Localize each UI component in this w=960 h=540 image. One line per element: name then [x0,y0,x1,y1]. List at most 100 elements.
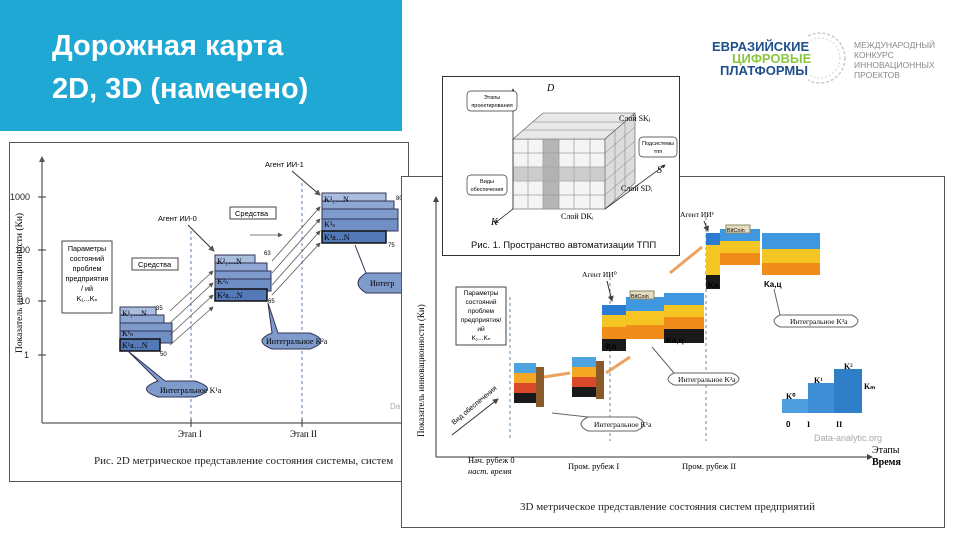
stack2-base: K²a…N [217,291,243,300]
stack2-mid: K²ₙ [217,277,228,286]
agent-1-label: Агент ИИ-1 [265,160,304,169]
integral-label-3d-2: Интегральное K²a [678,375,736,384]
agent-0-label: Агент ИИ-0 [158,214,197,223]
logo-sub3: ИННОВАЦИОННЫХ [854,60,935,70]
params-line: проблем [468,307,495,315]
params-line: / ий [81,284,93,293]
podsys-label2: тпп [654,149,662,155]
bitcoin-label-2: BitCoin [727,228,745,234]
highlight-row [513,167,605,181]
stage-0-label: Нач. рубеж 0 [468,455,515,465]
logo: ЕВРАЗИЙСКИЕ ЦИФРОВЫЕ ПЛАТФОРМЫ МЕЖДУНАРО… [712,26,952,96]
legend-axis-1: I [807,420,810,429]
slide-title-line2: 2D, 3D (намечено) [52,73,309,105]
stack2-val-base: 65 [268,299,275,305]
legend-level-m: Kₘ [864,382,875,391]
diagram-2d-caption: Рис. 2D метрическое представление состоя… [94,455,394,467]
params-line: состояний [465,298,496,306]
y-axis-label-3d: Показатель инновационности (Ки) [416,304,426,437]
vidy-label2: обеспечения [471,187,504,193]
logo-arc-icon [808,32,846,84]
integral-label-3d-3: Интегральное K³a [790,317,848,326]
y-tick-10: 10 [20,296,30,306]
params-line: K₁...Kₙ [472,335,491,342]
integral-callout-1 [127,350,208,398]
y-tick-1000: 1000 [10,192,30,202]
diagram-2d: Показатель инновационности (Ки) 1000 100… [10,156,403,439]
agent-1-label-3d: Агент ИИ¹ [680,210,714,219]
tpp-caption: Рис. 1. Пространство автоматизации ТПП [471,240,657,251]
params-line: K₁...Kₙ [77,294,98,303]
sredstva-label-2: Средства [235,209,269,218]
logo-sub4: ПРОЕКТОВ [854,70,900,80]
legend-level-2: K² [844,362,853,371]
watermark-3d: Data-analytic.org [814,433,882,443]
ka-label-2: Ka [708,281,719,290]
etapy-label2: проектирования [471,103,512,109]
vidy-label: Виды [480,179,494,185]
integral-label-3: Интегр [370,279,394,288]
sloy-dk-label: Слой DKᵢ [561,212,594,221]
x-tick-stage2: Этап II [290,429,317,439]
integral-callout-3d-1 [551,412,645,432]
integral-label-3d-1: Интегральное K¹a [594,420,652,429]
stack-1: K¹₁…N K¹ₙ K¹a…N 35 50 [119,306,173,358]
axis-d-label: D [546,83,555,94]
progress-arrows [169,206,321,346]
podsys-label: Подсистемы [642,141,674,147]
params-box-3d [455,286,507,346]
y-axis-label: Показатель инновационности (Ки) [14,213,25,353]
logo-line3: ПЛАТФОРМЫ [720,63,808,78]
sredstva-box-2 [229,206,277,220]
stack3-val-base: 75 [388,243,395,249]
x-axis-label-3d: Этапы [872,445,900,456]
sloy-sd-label: Слой SDᵢ [621,184,653,193]
stack1-mid: K¹ₙ [122,329,133,338]
params-line: Параметры [68,244,106,253]
integral-callout-3d-3 [773,288,859,328]
sloy-sk-label: Слой SKⱼ [619,114,650,123]
stage-0-sublabel: наст. время [468,466,512,476]
diagram-2d-panel: Показатель инновационности (Ки) 1000 100… [9,142,409,482]
logo-line2: ЦИФРОВЫЕ [732,51,812,66]
stack1-val-base: 50 [160,352,167,358]
bitcoin-icon [725,224,751,234]
legend-level-1: K¹ [814,376,823,385]
logo-sub2: КОНКУРС [854,50,894,60]
y-tick-100: 100 [15,245,30,255]
integral-callout-2 [261,302,322,350]
params-box [61,240,113,314]
bitcoin-icon [629,290,655,300]
stack3-mid: K³ₙ [324,220,335,229]
stack-3d-1 [572,357,604,399]
kac-label-1: Ka,ц [666,336,683,345]
kac-label-2: Ka,ц [764,280,781,289]
stack3-val-top: 80 [396,196,403,202]
stack-3d-3 [706,229,820,289]
legend-axis-0: 0 [786,420,791,429]
stack-3: K³₁…N K³ₙ K³a…N 80 75 [321,192,403,249]
integral-callout-3d-2 [651,346,740,386]
params-line: Параметры [464,290,499,297]
diagram-3d: Показатель инновационности (Ки) Этапы Вр… [416,196,901,476]
stack2-top: K²₁…N [217,257,242,266]
y-tick-1: 1 [24,350,29,360]
stack2-val-top: 63 [264,251,271,257]
diagram-3d-caption: 3D метрическое представление состояния с… [520,501,816,513]
logo-line1: ЕВРАЗИЙСКИЕ [712,39,810,54]
x-tick-stage1: Этап I [178,429,202,439]
podsys-bubble [638,136,678,158]
vidy-bubble [466,174,508,196]
stack-3d-0 [514,363,544,407]
slide-title-line1: Дорожная карта [52,30,284,62]
stack1-base: K¹a…N [122,341,148,350]
flow-arrows [543,245,703,379]
tpp-panel: D S K Этапы проектирования Виды обеспече… [442,76,680,256]
params-line: проблем [73,264,102,273]
params-line: предприятия/ [461,317,502,324]
legend-axis-2: II [836,420,842,429]
stack-3d-2 [602,293,704,351]
ka-label-1: Ka [606,342,617,351]
stack3-base: K³a…N [324,233,350,242]
axis-k-label: K [490,217,499,227]
